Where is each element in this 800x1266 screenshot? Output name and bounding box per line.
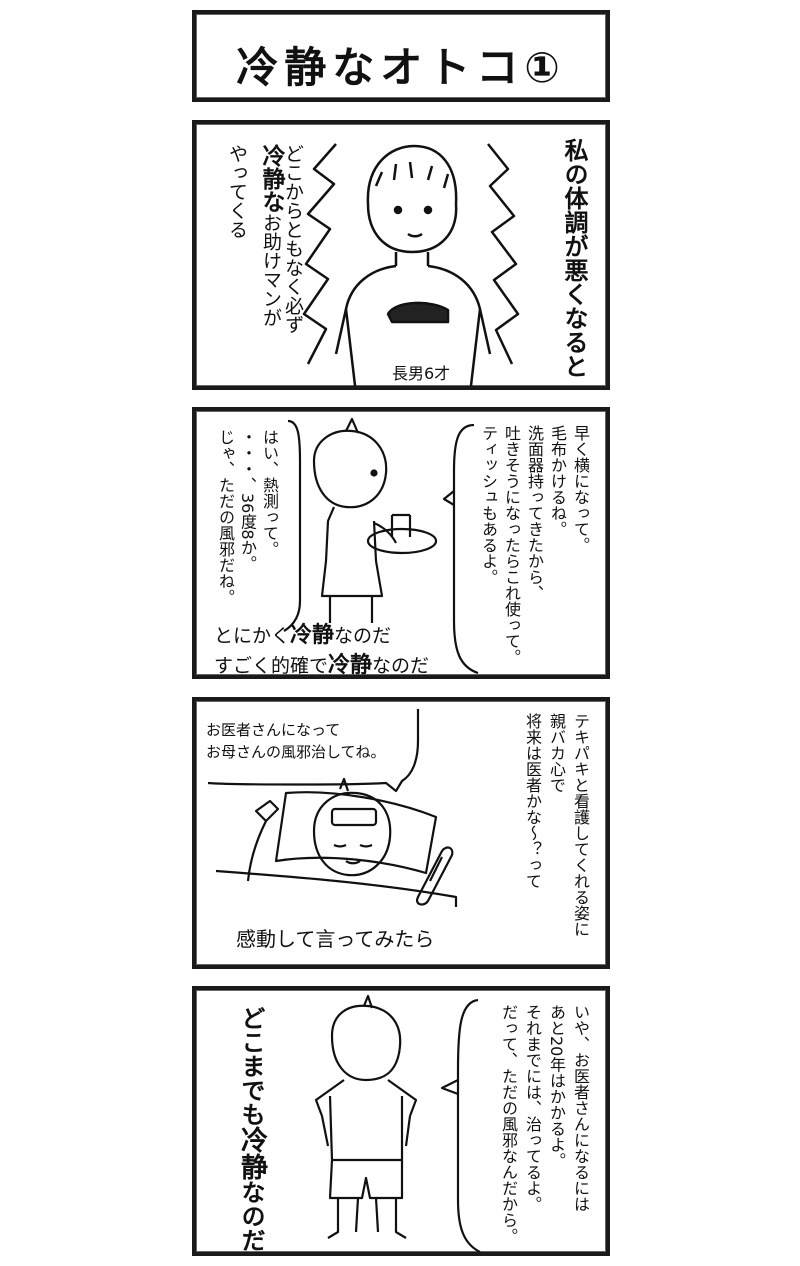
panel-4-highlight-cool: 冷静 — [236, 1126, 267, 1180]
panel-4-bubble-line-2: あと20年はかかるよ。 — [547, 1004, 566, 1169]
panel-2-bubble-right-line-5: ティッシュもあるよ。 — [479, 425, 498, 585]
panel-3-bubble-line-2: お母さんの風邪治してね。 — [206, 743, 386, 761]
panel-2-bubble-right-line-4: 吐きそうになったらこれ使って。 — [502, 425, 521, 665]
panel-4-bubble-line-1: いや、お医者さんになるには — [571, 1004, 590, 1212]
panel-2-narration-line-1: とにかく冷静なのだ — [214, 617, 391, 649]
panel-2-bubble-left-line-1: はい、熱測って。 — [260, 429, 279, 557]
panel-2-narration-1a: とにかく — [214, 625, 291, 647]
panel-2-narration-2c: なのだ — [372, 655, 430, 677]
panel-2: 早く横になって。 毛布かけるね。 洗面器持ってきたから、 吐きそうになったらこれ… — [192, 407, 610, 679]
panel-3-bubble-line-1: お医者さんになって — [206, 721, 341, 739]
panel-3-narration-line-1: テキパキと看護してくれる姿に — [571, 713, 590, 937]
panel-1-narration-right: 私の体調が悪くなると — [560, 138, 588, 378]
panel-4-narration-a: どこまでも — [237, 1006, 265, 1126]
title-panel: 冷静なオトコ① — [192, 10, 610, 102]
panel-2-bubble-right-line-1: 早く横になって。 — [571, 425, 590, 553]
panel-2-highlight-2: 冷静 — [328, 653, 373, 678]
panel-1-narration-line-3: やってくる — [226, 144, 248, 239]
panel-1-narration-line-2: 冷静なお助けマンが — [254, 144, 288, 327]
panel-4-speech-bubble: いや、お医者さんになるには あと20年はかかるよ。 それまでには、治ってるよ。 … — [496, 1004, 592, 1244]
panel-3-sleeping-mother-illustration — [207, 709, 458, 907]
panel-4: いや、お医者さんになるには あと20年はかかるよ。 それまでには、治ってるよ。 … — [192, 986, 610, 1256]
panel-2-narration-line-2: すごく的確で冷静なのだ — [214, 647, 430, 678]
panel-4-narration-left: どこまでも冷静なのだ — [232, 1006, 271, 1252]
panel-3-speech-bubble: お医者さんになって お母さんの風邪治してね。 — [206, 719, 386, 763]
panel-4-bubble-line-3: それまでには、治ってるよ。 — [523, 1004, 542, 1212]
panel-1-highlight-cool: 冷静な — [258, 144, 284, 213]
panel-4-narration-c: なのだ — [237, 1180, 265, 1252]
panel-3: お医者さんになって お母さんの風邪治してね。 テキパキと看護してくれる姿に 親バ… — [192, 697, 610, 969]
panel-2-speech-bubble-right: 早く横になって。 毛布かけるね。 洗面器持ってきたから、 吐きそうになったらこれ… — [477, 425, 592, 665]
panel-1-boy-illustration — [302, 143, 520, 386]
panel-1-helper-text: お助けマンが — [260, 213, 282, 327]
panel-3-narration-bottom: 感動して言ってみたら — [236, 927, 435, 951]
comic-title: 冷静なオトコ① — [236, 43, 566, 92]
panel-1-narration-line-1: どこからともなく必ず — [282, 144, 304, 334]
panel-2-bubble-right-line-3: 洗面器持ってきたから、 — [525, 425, 544, 601]
panel-1-age-caption: 長男6才 — [392, 364, 451, 383]
panel-2-boy-with-tray-illustration — [283, 417, 479, 675]
panel-2-bubble-left-line-3: じゃ、ただの風邪だね。 — [216, 429, 235, 605]
panel-2-bubble-right-line-2: 毛布かけるね。 — [548, 425, 567, 537]
panel-4-bubble-line-4: だって、ただの風邪なんだから。 — [499, 1004, 518, 1244]
panel-2-speech-bubble-left: はい、熱測って。 ・・・、36度8か。 じゃ、ただの風邪だね。 — [214, 429, 280, 605]
panel-4-boy-back-view-illustration — [314, 994, 481, 1252]
panel-2-narration-2a: すごく的確で — [214, 655, 329, 677]
panel-2-narration-1c: なのだ — [334, 625, 392, 647]
panel-3-narration-line-2: 親バカ心で — [547, 713, 566, 793]
panel-1: 私の体調が悪くなると どこからともなく必ず 冷静なお助けマンが やってくる 長男… — [192, 120, 610, 390]
panel-3-narration-right: テキパキと看護してくれる姿に 親バカ心で 将来は医者かな〜？って — [520, 713, 592, 937]
panel-3-narration-line-3: 将来は医者かな〜？って — [523, 713, 542, 889]
panel-2-highlight-1: 冷静 — [290, 623, 335, 648]
panel-2-bubble-left-line-2: ・・・、36度8か。 — [238, 429, 257, 572]
